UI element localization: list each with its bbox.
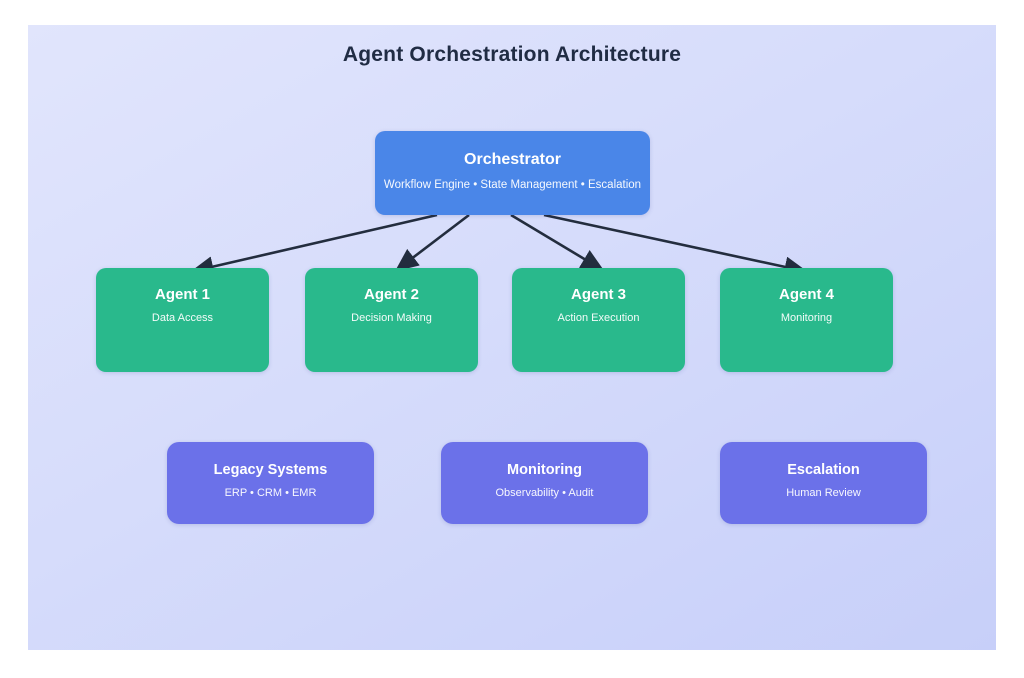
orchestrator-node: Orchestrator Workflow Engine • State Man… (375, 131, 650, 215)
monitoring-node: Monitoring Observability • Audit (441, 442, 648, 524)
agent-4-node: Agent 4 Monitoring (720, 268, 893, 372)
agent-3-node: Agent 3 Action Execution (512, 268, 685, 372)
agent-1-subtitle: Data Access (151, 312, 214, 324)
monitoring-title: Monitoring (507, 462, 582, 478)
agent-3-title: Agent 3 (570, 286, 626, 303)
orchestrator-subtitle: Workflow Engine • State Management • Esc… (383, 179, 642, 191)
escalation-subtitle: Human Review (786, 487, 861, 499)
orchestrator-title: Orchestrator (464, 151, 561, 168)
agent-1-title: Agent 1 (154, 286, 210, 303)
agent-2-subtitle: Decision Making (351, 312, 432, 324)
legacy-systems-subtitle: ERP • CRM • EMR (224, 487, 317, 499)
arrow-to-agent-1 (190, 213, 438, 277)
agent-4-title: Agent 4 (778, 286, 834, 303)
escalation-title: Escalation (787, 462, 860, 478)
monitoring-subtitle: Observability • Audit (495, 487, 594, 499)
agent-4-subtitle: Monitoring (780, 312, 833, 324)
legacy-systems-node: Legacy Systems ERP • CRM • EMR (167, 442, 374, 524)
arrow-to-agent-3 (510, 213, 605, 272)
diagram-title: Agent Orchestration Architecture (342, 43, 682, 66)
arrow-to-agent-4 (543, 213, 808, 278)
legacy-systems-title: Legacy Systems (213, 462, 328, 478)
diagram-canvas: Agent Orchestration Architecture Orchest… (28, 25, 996, 650)
agent-2-title: Agent 2 (363, 286, 419, 303)
agent-3-subtitle: Action Execution (557, 312, 640, 324)
escalation-node: Escalation Human Review (720, 442, 927, 524)
arrow-to-agent-2 (394, 213, 470, 272)
agent-1-node: Agent 1 Data Access (96, 268, 269, 372)
agent-2-node: Agent 2 Decision Making (305, 268, 478, 372)
